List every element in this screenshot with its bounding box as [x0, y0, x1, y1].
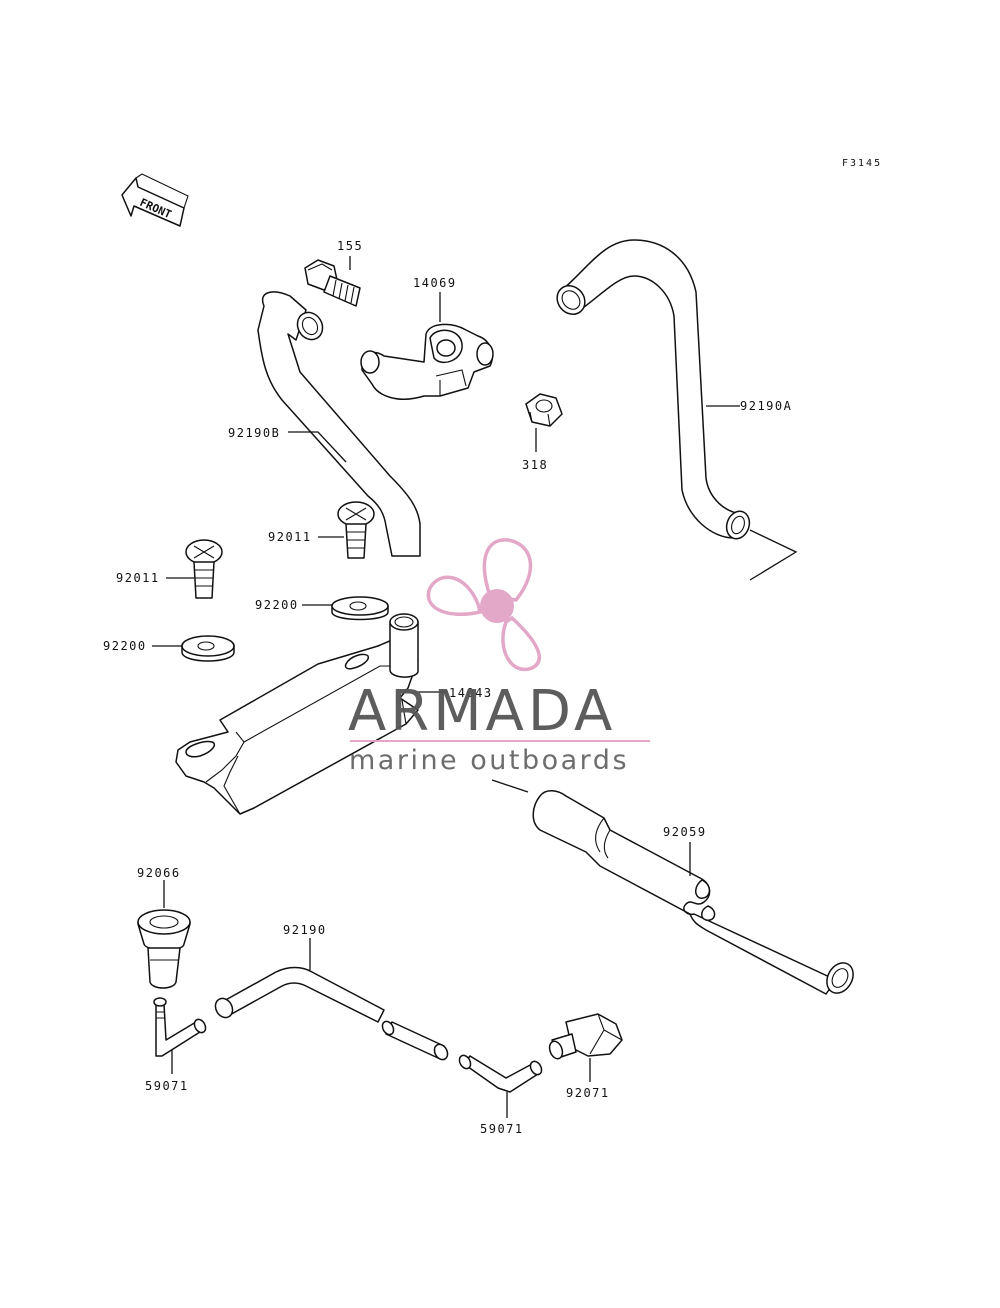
screw-92011-lower: [185, 539, 223, 599]
front-arrow-icon: FRONT: [121, 173, 189, 227]
hose-92190: [214, 966, 449, 1061]
hose-92190B: [257, 291, 421, 557]
part-label-59071-right: 59071: [480, 1122, 524, 1136]
elbow-59071-right: [458, 1054, 543, 1093]
screw-92011-upper: [337, 501, 375, 559]
tube-92059: [532, 790, 854, 995]
grommet-92066: [137, 909, 191, 989]
washer-92200-lower: [181, 635, 235, 662]
part-label-92190: 92190: [283, 923, 327, 937]
part-label-59071-left: 59071: [145, 1079, 189, 1093]
bolt-155: [304, 259, 361, 307]
part-label-14069: 14069: [413, 276, 457, 290]
part-label-92200-lower: 92200: [103, 639, 147, 653]
part-label-92071: 92071: [566, 1086, 610, 1100]
fitting-92071: [548, 1013, 623, 1060]
part-label-92190B: 92190B: [228, 426, 280, 440]
nut-318: [525, 393, 563, 427]
plate-14043: [175, 613, 419, 815]
part-label-14043: 14043: [449, 686, 493, 700]
part-label-92059: 92059: [663, 825, 707, 839]
part-label-155: 155: [337, 239, 363, 253]
part-label-92190A: 92190A: [740, 399, 792, 413]
watermark-title: ARMADA: [348, 679, 616, 744]
hose-92190A: [556, 239, 751, 540]
part-label-92066: 92066: [137, 866, 181, 880]
part-label-92011-upper: 92011: [268, 530, 312, 544]
washer-92200-upper: [331, 596, 389, 621]
watermark-subtitle: marine outboards: [349, 745, 629, 776]
armada-logo: ARMADA marine outboards: [348, 538, 650, 776]
elbow-59071-left: [153, 997, 207, 1057]
figure-id: F3145: [842, 158, 882, 169]
part-label-92011-lower: 92011: [116, 571, 160, 585]
part-label-318: 318: [522, 458, 548, 472]
part-label-92200-upper: 92200: [255, 598, 299, 612]
propeller-logo-icon: [426, 538, 541, 672]
fitting-14069: [360, 323, 494, 400]
